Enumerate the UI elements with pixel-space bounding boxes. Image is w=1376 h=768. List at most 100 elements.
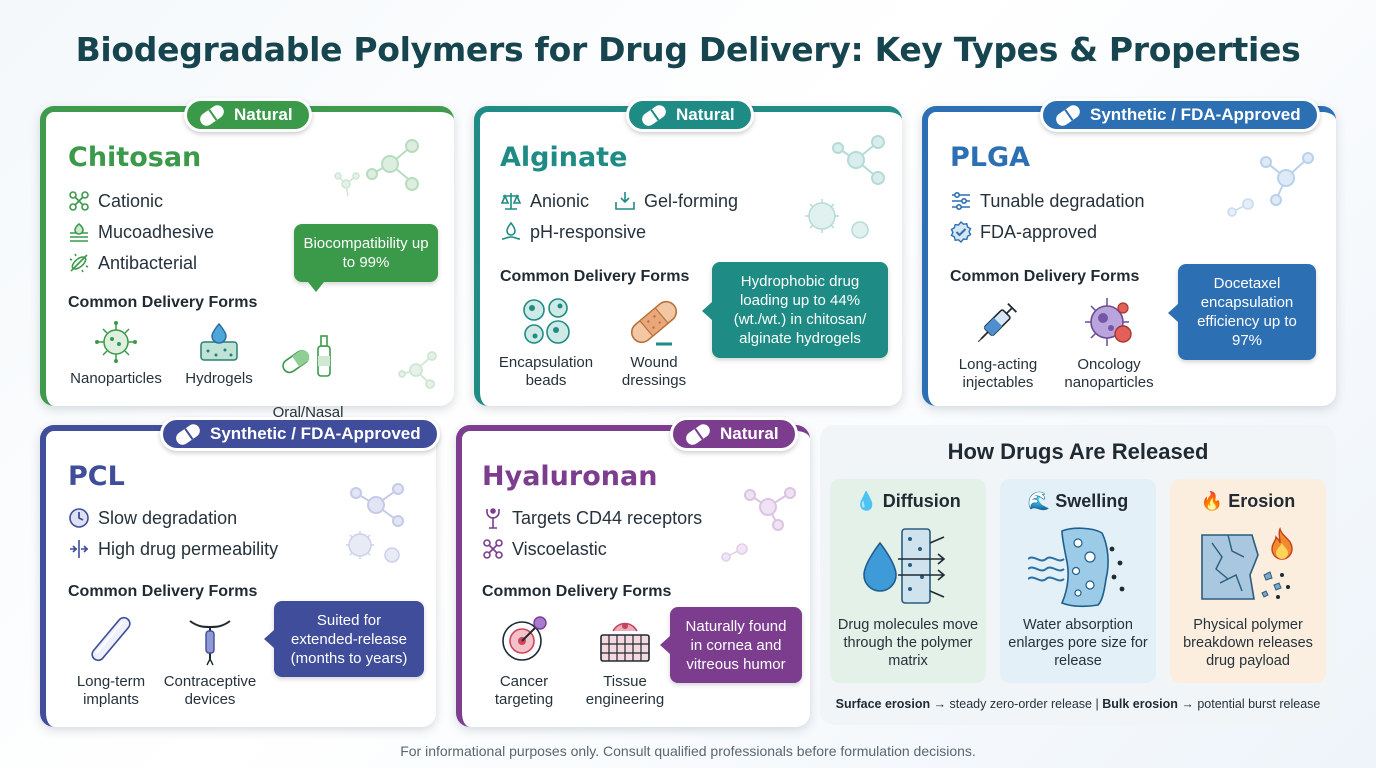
property-ph-responsive: pH-responsive <box>500 221 646 243</box>
callout-naturally-found: Naturally found in cornea and vitreous h… <box>670 607 802 683</box>
card-title: Hyaluronan <box>482 461 658 492</box>
gel-tray-icon <box>615 192 635 210</box>
form-tissue-engineering: Tissue engineering <box>572 611 678 709</box>
receptor-icon <box>486 508 500 529</box>
molecule-decoration-icon <box>832 135 885 185</box>
badge-synthetic: Synthetic / FDA-Approved <box>160 417 440 451</box>
badge-synthetic: Synthetic / FDA-Approved <box>1040 98 1320 132</box>
card-title: Chitosan <box>68 142 202 173</box>
beads-icon <box>523 298 570 344</box>
property-anionic: Anionic <box>500 190 589 212</box>
card-hyaluronan: Natural Hyaluronan Targets CD44 receptor… <box>456 417 810 727</box>
mechanism-description: Physical polymer breakdown releases drug… <box>1183 617 1313 669</box>
mechanism-title: 🔥 Erosion <box>1200 491 1296 511</box>
disclaimer-footer: For informational purposes only. Consult… <box>400 743 976 759</box>
property-cationic: Cationic <box>68 190 163 212</box>
badge-label: Synthetic / FDA-Approved <box>1090 105 1301 124</box>
card-title: PCL <box>68 461 125 492</box>
tissue-scaffold-icon <box>600 622 650 662</box>
release-title: How Drugs Are Released <box>947 439 1209 464</box>
badge-label: Natural <box>720 424 779 443</box>
property-targets-cd44: Targets CD44 receptors <box>482 507 702 529</box>
mechanism-diffusion: 💧 Diffusion Drug molecules move through … <box>830 479 986 683</box>
form-oncology-nanoparticles: Oncology nanoparticles <box>1050 294 1168 392</box>
mechanism-swelling: 🌊 Swelling Water absorption enlarges por… <box>1000 479 1156 683</box>
property-viscoelastic: Viscoelastic <box>482 538 607 560</box>
clock-icon <box>69 508 89 528</box>
callout-tail <box>308 282 324 292</box>
molecule-decoration-icon <box>398 351 437 389</box>
membrane-icon <box>70 540 89 558</box>
hydrogel-icon <box>200 322 238 361</box>
wave-icon: 🌊 <box>1027 491 1051 511</box>
iud-icon <box>189 620 231 666</box>
badge-label: Natural <box>234 105 293 124</box>
callout-tail <box>1168 304 1178 322</box>
diffusion-illustration <box>863 528 946 604</box>
badge-label: Natural <box>676 105 735 124</box>
pill-spray-icon <box>282 335 331 377</box>
property-slow-degradation: Slow degradation <box>68 507 237 529</box>
form-long-acting-injectables: Long-acting injectables <box>938 294 1058 392</box>
card-title: Alginate <box>500 142 628 173</box>
badge-natural: Natural <box>184 98 312 132</box>
form-contraceptive-devices: Contraceptive devices <box>154 611 266 709</box>
form-wound-dressings: Wound dressings <box>598 296 710 390</box>
mechanism-description: Drug molecules move through the polymer … <box>837 617 979 669</box>
capsule-icon <box>639 102 669 128</box>
callout-docetaxel: Docetaxel encapsulation efficiency up to… <box>1178 264 1316 360</box>
form-cancer-targeting: Cancer targeting <box>476 611 572 709</box>
property-tunable-degradation: Tunable degradation <box>950 190 1144 212</box>
scale-icon <box>500 193 522 210</box>
erosion-note: Surface erosion → steady zero-order rele… <box>835 697 1321 711</box>
badge-label: Synthetic / FDA-Approved <box>210 424 421 443</box>
section-heading: Common Delivery Forms <box>68 294 258 311</box>
section-heading: Common Delivery Forms <box>500 268 690 285</box>
mechanism-erosion: 🔥 Erosion Physical polymer breakdown rel… <box>1170 479 1326 683</box>
virus-decoration-icon <box>805 199 869 239</box>
nanoparticle-icon <box>95 321 137 363</box>
capsule-icon <box>683 421 713 447</box>
section-heading: Common Delivery Forms <box>482 583 672 600</box>
molecule-icon <box>483 539 503 559</box>
badge-natural: Natural <box>626 98 754 132</box>
form-encapsulation-beads: Encapsulation beads <box>490 296 602 390</box>
sliders-icon <box>952 191 970 211</box>
card-chitosan: Natural Chitosan Cationic Mucoadhesive A… <box>40 98 454 439</box>
card-title: PLGA <box>950 142 1031 173</box>
card-pcl: Synthetic / FDA-Approved PCL Slow degrad… <box>40 417 440 727</box>
callout-tail <box>702 302 712 320</box>
mechanism-description: Water absorption enlarges pore size for … <box>1008 617 1148 669</box>
molecule-decoration-icon <box>1227 152 1314 217</box>
form-nanoparticles: Nanoparticles <box>56 320 176 388</box>
mechanism-title: 💧 Diffusion <box>855 491 961 511</box>
badge-natural: Natural <box>670 417 798 451</box>
callout-drug-loading: Hydrophobic drug loading up to 44% (wt./… <box>712 262 888 358</box>
callout-tail <box>264 630 274 648</box>
form-hydrogels: Hydrogels <box>164 320 274 388</box>
mechanism-title: 🌊 Swelling <box>1027 491 1129 511</box>
form-long-term-implants: Long-term implants <box>56 611 166 709</box>
tissue-layer-icon <box>70 222 88 242</box>
property-mucoadhesive: Mucoadhesive <box>68 221 214 243</box>
fire-icon: 🔥 <box>1200 491 1224 511</box>
capsule-icon <box>173 421 203 447</box>
card-plga: Synthetic / FDA-Approved PLGA Tunable de… <box>922 98 1336 406</box>
callout-biocompatibility: Biocompatibility up to 99% <box>294 224 438 282</box>
swelling-illustration <box>1028 527 1125 608</box>
syringe-icon <box>977 302 1018 343</box>
molecule-decoration-icon <box>721 487 796 562</box>
drop-hand-icon <box>501 221 521 240</box>
implant-rod-icon <box>91 616 131 662</box>
cancer-cell-icon <box>1085 298 1132 346</box>
erosion-illustration <box>1201 526 1293 600</box>
release-panel: How Drugs Are Released 💧 Diffusion Drug … <box>820 425 1336 725</box>
card-alginate: Natural Alginate Anionic Gel-forming pH-… <box>474 98 902 406</box>
check-badge-icon <box>950 221 972 243</box>
page-title: Biodegradable Polymers for Drug Delivery… <box>75 30 1301 69</box>
bacteria-icon <box>69 253 89 273</box>
section-heading: Common Delivery Forms <box>68 583 258 600</box>
capsule-icon <box>197 102 227 128</box>
bandage-icon <box>630 300 678 346</box>
molecule-icon <box>69 191 89 211</box>
